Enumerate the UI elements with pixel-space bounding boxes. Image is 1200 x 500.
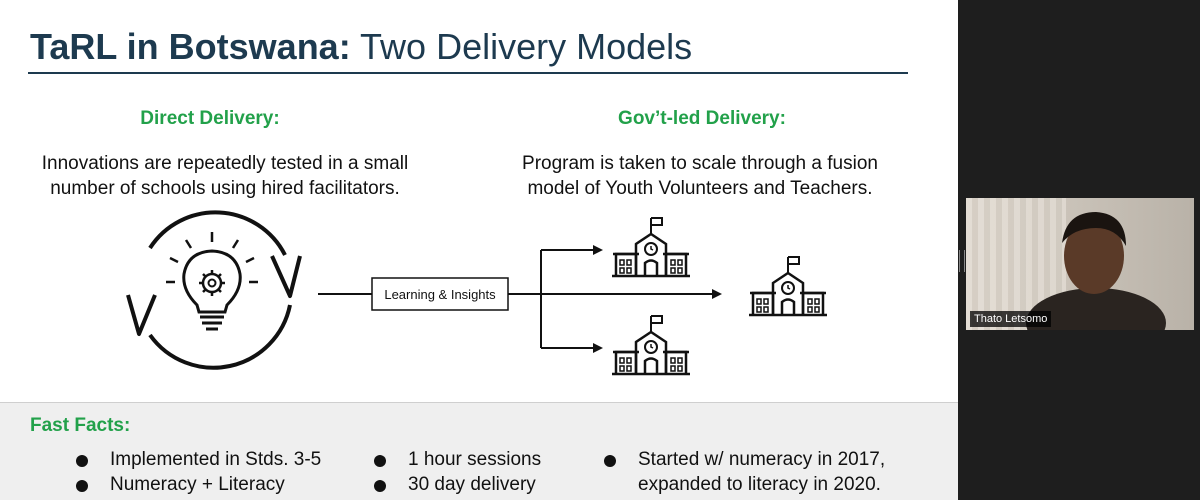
fact-item: 30 day delivery (408, 474, 536, 495)
school-icon (610, 216, 692, 278)
bullet-icon (374, 455, 386, 467)
fast-facts-title: Fast Facts: (30, 415, 131, 436)
direct-delivery-description: Innovations are repeatedly tested in a s… (20, 151, 430, 201)
direct-delivery-line2: number of schools using hired facilitato… (50, 178, 400, 199)
fact-item: expanded to literacy in 2020. (638, 474, 881, 495)
bullet-icon (76, 480, 88, 492)
fact-item: Implemented in Stds. 3-5 (110, 449, 322, 470)
lightbulb-gear-cycle-icon (126, 210, 302, 370)
bullet-icon (76, 455, 88, 467)
bullet-icon (604, 455, 616, 467)
fact-item: 1 hour sessions (408, 449, 542, 470)
govt-delivery-description: Program is taken to scale through a fusi… (495, 151, 905, 201)
school-icon (747, 255, 829, 317)
participant-name-tag: Thato Letsomo (970, 311, 1052, 327)
learning-insights-box (371, 277, 509, 311)
slide-title-bold: TaRL in Botswana: (30, 26, 351, 67)
participant-video-tile[interactable]: Thato Letsomo (966, 198, 1194, 330)
bullet-icon (374, 480, 386, 492)
fact-item: Numeracy + Literacy (110, 474, 285, 495)
direct-delivery-line1: Innovations are repeatedly tested in a s… (41, 153, 409, 174)
direct-delivery-heading: Direct Delivery: (140, 108, 280, 129)
slide-title: TaRL in Botswana: Two Delivery Models (30, 26, 692, 68)
fast-facts-panel: Fast Facts: Implemented in Stds. 3-5 Num… (0, 402, 958, 500)
school-icon (610, 314, 692, 376)
presentation-slide: TaRL in Botswana: Two Delivery Models Di… (0, 0, 958, 500)
learning-insights-label: Learning & Insights (384, 287, 496, 302)
govt-delivery-heading: Gov’t-led Delivery: (618, 108, 786, 129)
fact-item: Started w/ numeracy in 2017, (638, 449, 886, 470)
govt-delivery-line1: Program is taken to scale through a fusi… (522, 153, 878, 174)
govt-delivery-line2: model of Youth Volunteers and Teachers. (527, 178, 873, 199)
participant-avatar (1026, 212, 1166, 330)
delivery-diagram: Learning & Insights (126, 210, 829, 376)
panel-resize-handle[interactable] (959, 250, 965, 272)
slide-title-rest: Two Delivery Models (350, 26, 693, 67)
title-divider (28, 72, 908, 74)
